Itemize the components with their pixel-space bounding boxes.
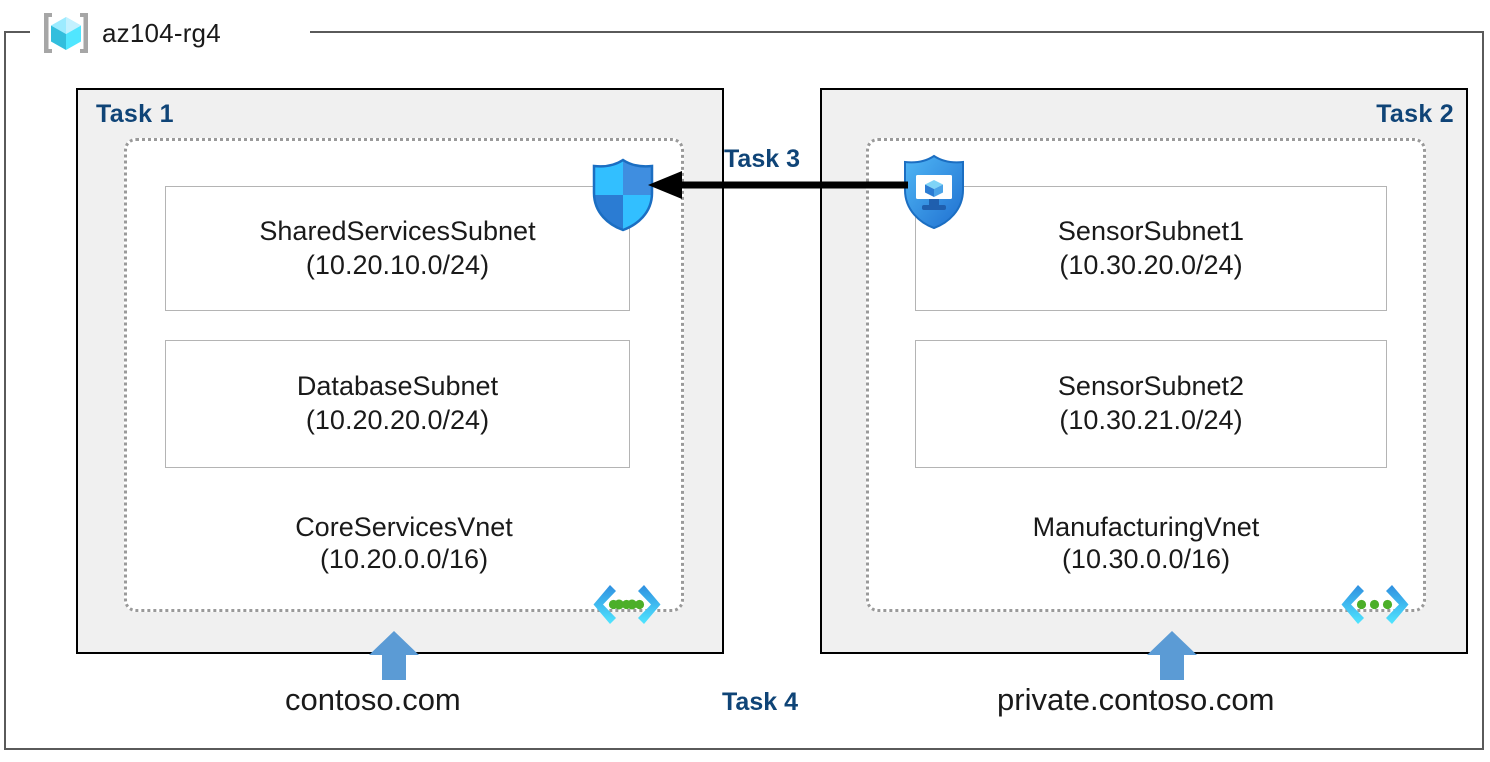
manufacturing-vnet-caption: ManufacturingVnet (10.30.0.0/16) [866, 512, 1426, 576]
application-security-group-shield-icon [897, 153, 971, 231]
task4-label: Task 4 [722, 688, 798, 716]
subnet-cidr: (10.30.20.0/24) [1059, 249, 1243, 280]
subnet-databasesubnet: DatabaseSubnet (10.20.20.0/24) [165, 340, 630, 468]
subnet-cidr: (10.20.20.0/24) [305, 405, 490, 435]
peering-arrow-left-icon [648, 168, 908, 202]
vnet-name: CoreServicesVnet [295, 512, 513, 542]
dns-up-arrow-icon [368, 629, 420, 681]
vnet-name: ManufacturingVnet [1032, 512, 1260, 542]
resource-group-title: az104-rg4 [40, 8, 221, 58]
core-services-vnet-caption: CoreServicesVnet (10.20.0.0/16) [124, 512, 684, 576]
vnet-cidr: (10.20.0.0/16) [319, 543, 489, 574]
task3-label: Task 3 [724, 145, 800, 173]
dns-up-arrow-icon [1146, 629, 1198, 681]
subnet-cidr: (10.20.10.0/24) [305, 249, 490, 280]
virtual-network-icon [1340, 583, 1410, 627]
resource-group-name: az104-rg4 [102, 17, 221, 48]
task2-label: Task 2 [1376, 100, 1454, 128]
task1-label: Task 1 [96, 100, 174, 128]
subnet-sensorsubnet2: SensorSubnet2 (10.30.21.0/24) [915, 340, 1387, 468]
subnet-name: SharedServicesSubnet [259, 215, 536, 246]
subnet-sharedservicessubnet: SharedServicesSubnet (10.20.10.0/24) [165, 186, 630, 311]
dns-zone-private-contoso: private.contoso.com [997, 682, 1275, 717]
subnet-name: SensorSubnet1 [1057, 215, 1245, 246]
subnet-sensorsubnet1: SensorSubnet1 (10.30.20.0/24) [915, 186, 1387, 311]
subnet-cidr: (10.30.21.0/24) [1059, 405, 1243, 435]
azure-resource-group-cube-icon [40, 10, 92, 56]
vnet-cidr: (10.30.0.0/16) [1061, 543, 1231, 574]
resource-group-frame [4, 31, 1484, 750]
subnet-name: DatabaseSubnet [296, 371, 499, 402]
network-security-group-shield-icon [585, 157, 661, 233]
dns-zone-contoso: contoso.com [285, 682, 461, 717]
virtual-network-icon [592, 583, 662, 627]
subnet-name: SensorSubnet2 [1057, 371, 1245, 402]
